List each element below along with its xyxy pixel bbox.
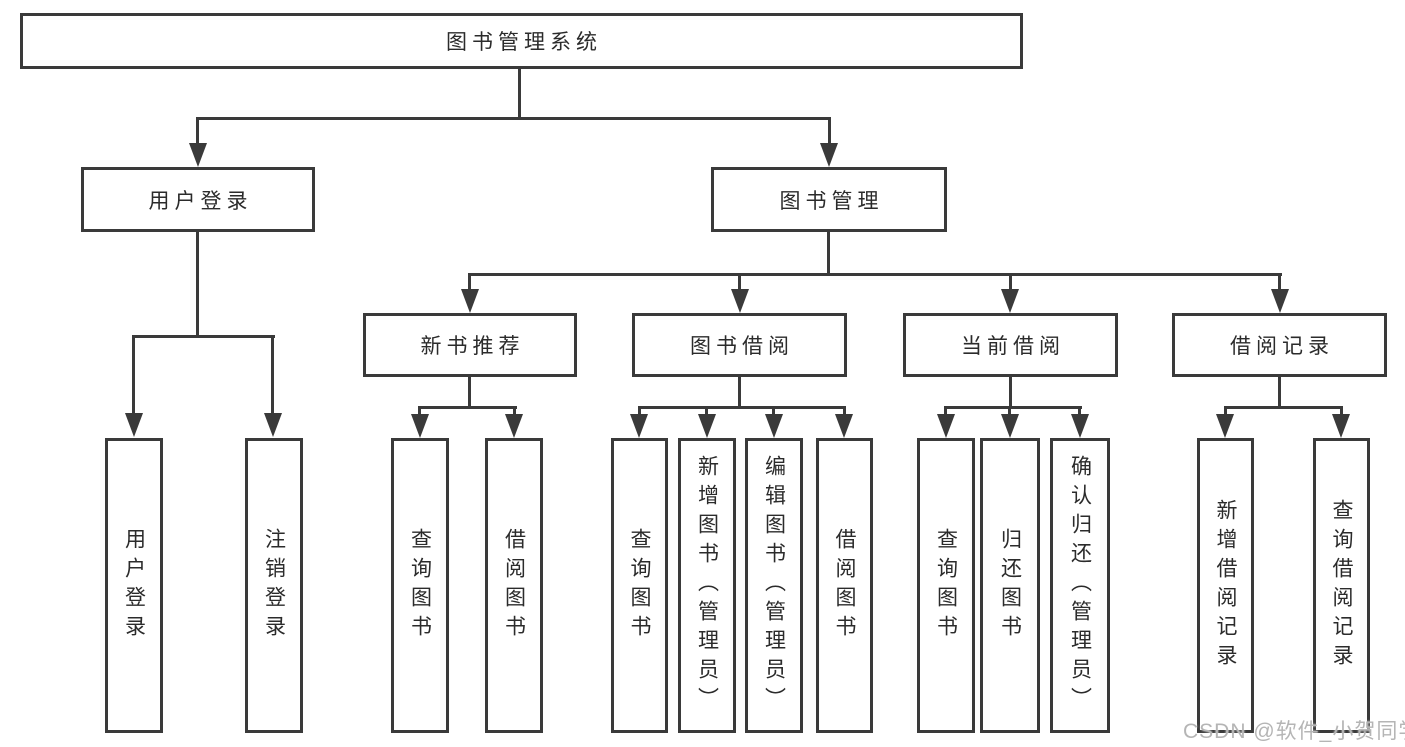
leaf-add-borrow-record: 新增借阅记录 xyxy=(1197,438,1254,733)
connector-line xyxy=(705,406,708,416)
node-new-book-recommendation: 新书推荐 xyxy=(363,313,577,377)
arrowhead-down-icon xyxy=(820,143,838,167)
connector-line xyxy=(1078,406,1081,416)
connector-line xyxy=(418,406,421,416)
node-borrowing-records: 借阅记录 xyxy=(1172,313,1387,377)
connector-line xyxy=(638,406,641,416)
leaf-user-login: 用户登录 xyxy=(105,438,163,733)
connector-line xyxy=(828,117,831,145)
connector-line xyxy=(827,232,830,276)
arrowhead-down-icon xyxy=(189,143,207,167)
node-label: 用户登录 xyxy=(148,189,253,213)
connector-line xyxy=(271,335,274,415)
node-label: 新增借阅记录 xyxy=(1214,498,1237,673)
arrowhead-down-icon xyxy=(1271,289,1289,313)
arrowhead-down-icon xyxy=(1001,289,1019,313)
arrowhead-down-icon xyxy=(1332,414,1350,438)
arrowhead-down-icon xyxy=(698,414,716,438)
connector-line xyxy=(132,335,275,338)
arrowhead-down-icon xyxy=(731,289,749,313)
connector-line xyxy=(468,273,1282,276)
connector-line xyxy=(944,406,947,416)
node-book-borrowing: 图书借阅 xyxy=(632,313,847,377)
csdn-watermark: CSDN @软件_小贺同学 xyxy=(1183,720,1405,743)
connector-line xyxy=(843,406,846,416)
connector-line xyxy=(468,377,471,409)
leaf-borrow-books: 借阅图书 xyxy=(816,438,873,733)
node-label: 当前借阅 xyxy=(961,335,1065,358)
arrowhead-down-icon xyxy=(765,414,783,438)
connector-line xyxy=(772,406,775,416)
arrowhead-down-icon xyxy=(835,414,853,438)
arrowhead-down-icon xyxy=(505,414,523,438)
leaf-return-books: 归还图书 xyxy=(980,438,1040,733)
node-label: 用户登录 xyxy=(122,527,146,644)
connector-line xyxy=(1278,377,1281,409)
connector-line xyxy=(132,335,135,415)
leaf-edit-book-admin: 编辑图书（管理员） xyxy=(745,438,803,733)
node-label: 确认归还（管理员） xyxy=(1068,455,1092,716)
connector-line xyxy=(196,117,831,120)
node-label: 新书推荐 xyxy=(420,335,525,358)
arrowhead-down-icon xyxy=(264,413,282,437)
node-current-borrowing: 当前借阅 xyxy=(903,313,1118,377)
connector-line xyxy=(738,377,741,409)
arrowhead-down-icon xyxy=(461,289,479,313)
connector-line xyxy=(513,406,516,416)
connector-line xyxy=(518,69,521,120)
node-label: 新增图书（管理员） xyxy=(695,455,719,716)
connector-line xyxy=(418,406,517,409)
connector-line xyxy=(1224,406,1227,416)
leaf-borrow-books-recommend: 借阅图书 xyxy=(485,438,543,733)
connector-line xyxy=(638,406,846,409)
connector-line xyxy=(944,406,1082,409)
node-book-management-branch: 图书管理 xyxy=(711,167,947,232)
connector-line xyxy=(1009,273,1012,291)
node-library-management-system: 图书管理系统 xyxy=(20,13,1023,69)
node-label: 注销登录 xyxy=(262,527,286,644)
arrowhead-down-icon xyxy=(1216,414,1234,438)
node-user-login-branch: 用户登录 xyxy=(81,167,315,232)
leaf-query-books-recommend: 查询图书 xyxy=(391,438,449,733)
connector-line xyxy=(1224,406,1343,409)
connector-line xyxy=(196,117,199,145)
connector-line xyxy=(196,232,199,338)
arrowhead-down-icon xyxy=(1071,414,1089,438)
node-label: 图书借阅 xyxy=(690,335,794,358)
connector-line xyxy=(738,273,741,291)
node-label: 查询图书 xyxy=(628,527,651,644)
node-label: 借阅记录 xyxy=(1230,335,1334,358)
node-label: 查询图书 xyxy=(408,527,432,644)
node-label: 借阅图书 xyxy=(833,527,856,644)
node-label: 查询图书 xyxy=(934,527,958,644)
connector-line xyxy=(468,273,471,291)
leaf-logout: 注销登录 xyxy=(245,438,303,733)
connector-line xyxy=(1008,406,1011,416)
leaf-query-books-borrow: 查询图书 xyxy=(611,438,668,733)
node-label: 归还图书 xyxy=(998,527,1022,644)
connector-line xyxy=(1340,406,1343,416)
node-label: 借阅图书 xyxy=(502,527,526,644)
node-label: 查询借阅记录 xyxy=(1330,498,1353,673)
arrowhead-down-icon xyxy=(411,414,429,438)
leaf-query-borrow-record: 查询借阅记录 xyxy=(1313,438,1370,733)
arrowhead-down-icon xyxy=(630,414,648,438)
arrowhead-down-icon xyxy=(1001,414,1019,438)
connector-line xyxy=(1009,377,1012,409)
node-label: 编辑图书（管理员） xyxy=(762,455,786,716)
node-label: 图书管理 xyxy=(779,189,884,213)
leaf-confirm-return-admin: 确认归还（管理员） xyxy=(1050,438,1110,733)
leaf-query-books-current: 查询图书 xyxy=(917,438,975,733)
arrowhead-down-icon xyxy=(937,414,955,438)
connector-line xyxy=(1278,273,1281,291)
node-label: 图书管理系统 xyxy=(446,31,602,54)
arrowhead-down-icon xyxy=(125,413,143,437)
leaf-add-book-admin: 新增图书（管理员） xyxy=(678,438,736,733)
